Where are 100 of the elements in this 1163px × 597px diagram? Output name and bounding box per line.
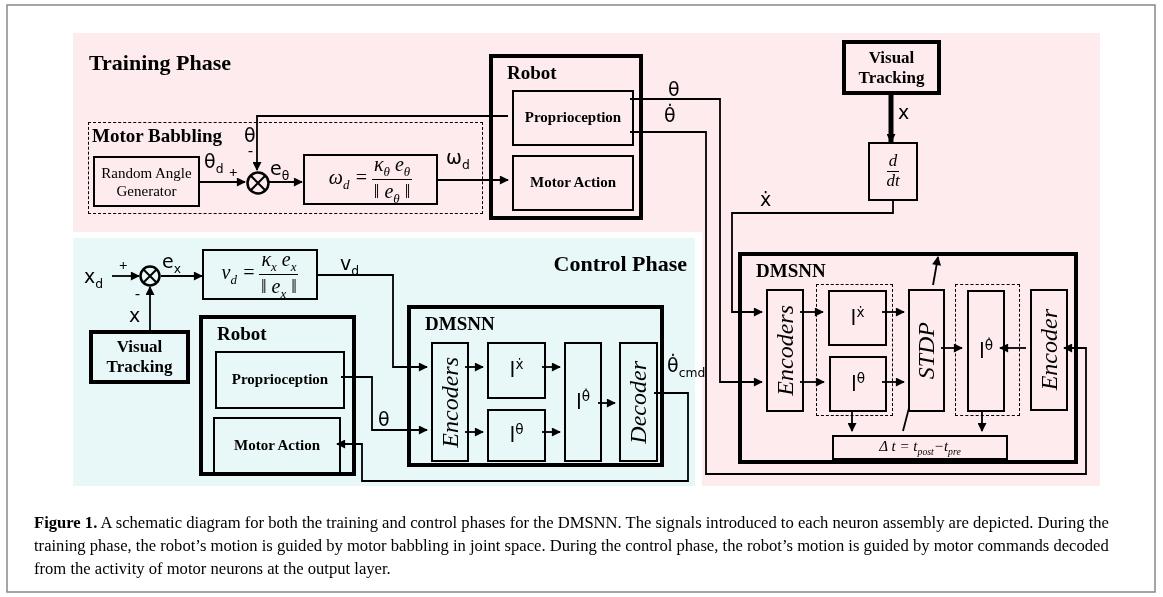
arrow — [111, 271, 140, 281]
formula-box — [832, 435, 1008, 460]
node-label: Proprioception — [524, 109, 622, 127]
sign-label: - — [135, 286, 140, 301]
node-label: l$^{ẋ}$ — [850, 303, 865, 332]
neuron-layer-box — [828, 290, 887, 346]
dashed-group — [88, 122, 483, 214]
arrow — [881, 307, 905, 317]
process-box — [512, 90, 634, 146]
formula-text: κ$_{θ}$ e$_{θ}$ — [371, 152, 413, 180]
process-box — [215, 351, 345, 409]
process-box — [842, 40, 941, 95]
edge-label: x — [129, 304, 141, 328]
arrow — [886, 95, 896, 143]
sign-label: + — [119, 258, 128, 273]
block-title: DMSNN — [425, 314, 495, 335]
arrow — [799, 377, 825, 387]
dashed-group — [955, 284, 1020, 416]
arrow — [317, 274, 428, 372]
edge-label: θ — [668, 78, 680, 102]
formula-text: ‖ e$_{θ}$ ‖ — [373, 180, 411, 207]
block-frame — [489, 54, 643, 220]
arrow — [340, 376, 428, 435]
node-label: STDP — [913, 321, 940, 380]
arrow — [881, 377, 905, 387]
neuron-layer-box — [967, 290, 1005, 412]
process-box — [1030, 289, 1068, 411]
arrow — [436, 175, 509, 185]
block-frame — [407, 305, 664, 467]
arrow — [198, 177, 246, 187]
node-label: Decoder — [625, 360, 652, 444]
formula-text: κ$_{x}$ e$_{x}$ — [259, 247, 299, 275]
panel-title: Control Phase — [553, 252, 687, 277]
edge-label: θ̇ — [664, 104, 676, 128]
formula-box — [202, 249, 318, 300]
process-box — [89, 330, 190, 384]
arrow — [999, 343, 1027, 353]
formula-text: ω$_{d}$ = — [328, 166, 368, 193]
process-box — [213, 417, 341, 474]
neuron-layer-box — [487, 409, 546, 462]
arrow — [541, 362, 561, 372]
formula-text: ‖ e$_{x}$ ‖ — [261, 275, 297, 302]
edge-label: θ — [378, 408, 390, 432]
neuron-layer-box — [829, 356, 887, 412]
arrow — [847, 411, 857, 432]
node-label: Encoders — [771, 305, 799, 396]
arrow — [731, 200, 894, 317]
arrow — [597, 398, 616, 408]
junction-circle — [246, 171, 270, 195]
block-frame — [199, 315, 356, 476]
node-label: l$^{θ̇}$ — [575, 387, 591, 416]
panel-title: Training Phase — [89, 51, 231, 76]
arrow — [629, 98, 763, 387]
process-box — [766, 289, 804, 412]
process-box — [93, 156, 200, 207]
block-frame — [738, 252, 1078, 464]
node-label: Visual Tracking — [105, 337, 174, 377]
arrow — [464, 427, 484, 437]
arrow — [799, 307, 824, 317]
edge-label: θ$_{d}$ — [204, 150, 224, 178]
process-box — [431, 342, 469, 462]
block-title: Robot — [217, 324, 267, 345]
node-label: Motor Action — [234, 436, 320, 455]
edge-label: e$_{x}$ — [162, 250, 181, 278]
formula-text: d — [886, 152, 900, 172]
node-label: l$^{θ}$ — [509, 421, 524, 450]
formula-text: v$_{d}$ = — [221, 261, 256, 288]
sign-label: + — [229, 165, 238, 180]
formula-text: dt — [886, 172, 900, 191]
process-box — [512, 155, 634, 211]
process-box — [619, 342, 658, 462]
arrow — [145, 286, 155, 331]
node-label: l$^{θ̇}$ — [978, 336, 994, 365]
node-label: l$^{ẋ}$ — [509, 356, 524, 385]
arrow — [336, 392, 689, 482]
edge-label: ω$_{d}$ — [446, 146, 470, 174]
arrow — [252, 115, 509, 171]
process-box — [908, 289, 945, 412]
arrow — [160, 271, 203, 281]
edge-label: ẋ — [760, 188, 772, 212]
node-label: Random Angle Generator — [100, 163, 193, 200]
neuron-layer-box — [487, 342, 546, 399]
node-label: Encoder — [1035, 309, 1063, 391]
phase-panel — [73, 33, 1100, 486]
edge-label: e$_{θ}$ — [270, 157, 290, 185]
node-label: Encoders — [436, 356, 464, 448]
arrow — [940, 343, 963, 353]
block-title: Robot — [507, 63, 557, 84]
node-label: Visual Tracking — [857, 47, 926, 88]
edge-label: x$_{d}$ — [84, 265, 104, 293]
formula-box — [303, 154, 438, 205]
arrow — [268, 177, 303, 187]
node-label: l$^{θ}$ — [850, 369, 866, 398]
dashed-group — [816, 284, 893, 416]
junction-circle — [139, 265, 161, 287]
arrow — [977, 411, 987, 432]
node-label: Proprioception — [231, 371, 329, 389]
node-label: Δ t = t$_{post}$−t$_{pre}$ — [879, 438, 961, 457]
block-title: DMSNN — [756, 261, 826, 282]
figure-caption: Figure 1. A schematic diagram for both the training and control phases for the DMSNN. The signals introduced to each neuron assembly are depicted. During the training phase, the robot’s motion is guided by motor babbling in joint space. During the control phase, the robot’s motion is guided by motor commands decoded from the activity of motor neurons at the output layer. — [34, 512, 1110, 580]
